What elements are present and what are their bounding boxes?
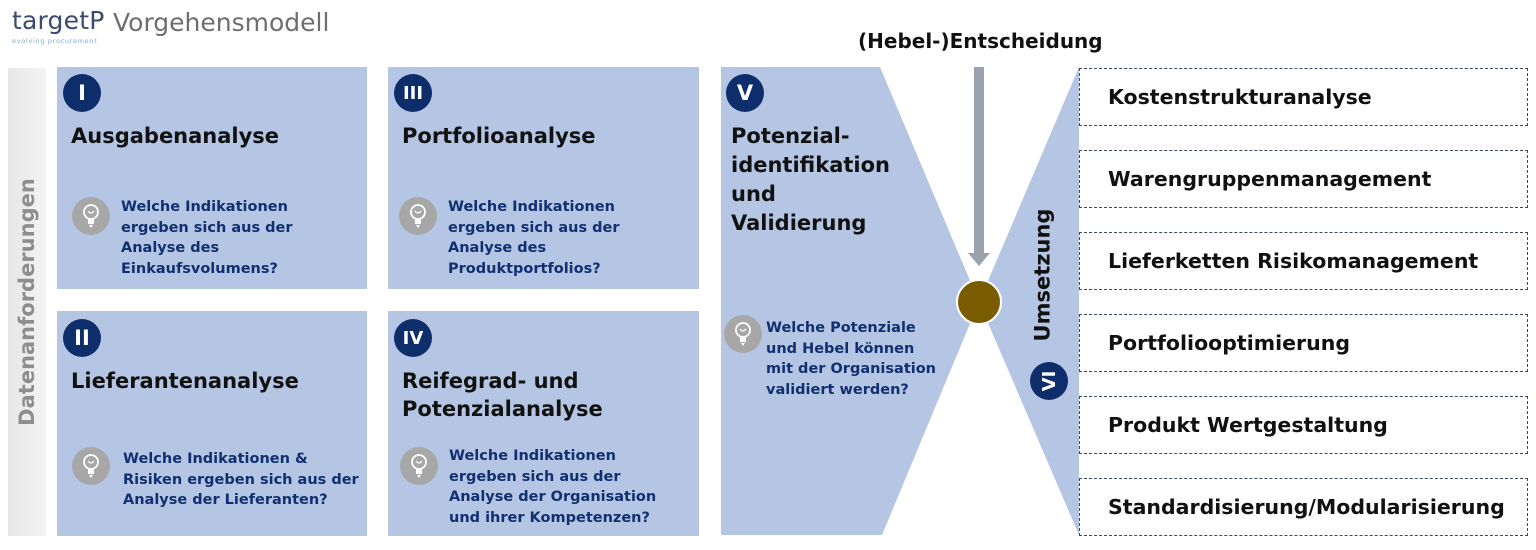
phase-card-1 [57,67,367,289]
phase-badge-4: IV [394,319,432,357]
measure-box: Standardisierung/Modularisierung [1079,478,1528,536]
logo-tagline: evolving procurement [12,37,98,45]
decision-label: (Hebel-)Entscheidung [858,29,1103,53]
phase-card-3 [388,67,699,289]
phase-title-3: Portfolioanalyse [402,124,596,148]
measure-box: Portfoliooptimierung [1079,314,1528,372]
phase-card-4 [388,311,699,536]
phase-card-2 [57,311,367,536]
phase-badge-5: V [726,74,764,112]
phase-badge-1: I [63,74,101,112]
phase-badge-2: II [63,319,101,357]
implementation-label: Umsetzung [1030,208,1054,342]
phase-title-5: Potenzial-identifikation und Validierung [731,124,890,235]
phase-question-3: Welche Indikationen ergeben sich aus der… [448,199,620,277]
lightbulb-icon [399,197,437,235]
phase-title-4: Reifegrad- und Potenzialanalyse [402,369,603,421]
lightbulb-icon [72,197,110,235]
lightbulb-icon [72,447,110,485]
phase-question-2: Welche Indikationen & Risiken ergeben si… [123,451,359,508]
phase-question-1: Welche Indikationen ergeben sich aus der… [121,199,293,277]
page-title: Vorgehensmodell [113,8,330,37]
phase-title-1: Ausgabenanalyse [71,124,280,148]
phase-badge-3: III [394,74,432,112]
lightbulb-icon [724,315,762,353]
data-requirements-band [8,68,46,536]
phase-badge-6: VI [1030,362,1068,400]
measure-box: Produkt Wertgestaltung [1079,396,1528,454]
lightbulb-icon [400,447,438,485]
measure-box: Lieferketten Risikomanagement [1079,232,1528,290]
measure-box: Warengruppenmanagement [1079,150,1528,208]
phase-question-5: Welche Potenziale und Hebel können mit d… [766,320,937,398]
phase-title-2: Lieferantenanalyse [71,369,299,393]
phase-question-4: Welche Indikationen ergeben sich aus der… [449,448,657,526]
measure-box: Kostenstrukturanalyse [1079,68,1528,126]
logo: targetP [12,6,105,35]
